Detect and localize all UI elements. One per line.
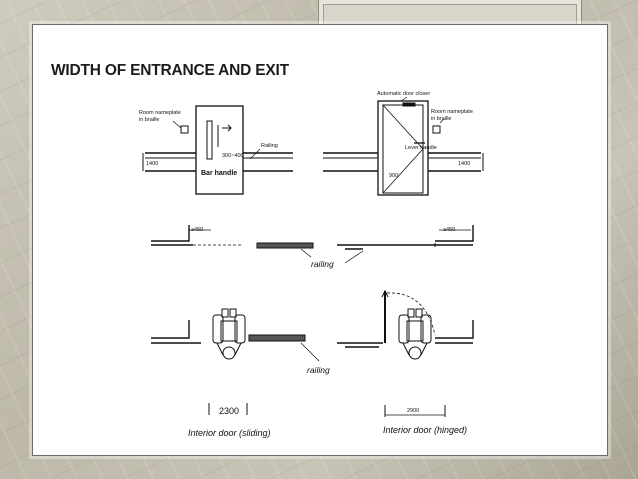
nameplate-box	[180, 125, 189, 134]
arms	[216, 342, 242, 356]
railing-leader	[300, 248, 312, 258]
railing-leader	[344, 250, 364, 264]
sliding-panel-plan	[248, 334, 306, 342]
leader-line	[439, 118, 445, 124]
seat	[220, 320, 238, 342]
sliding-door-elevation: Room nameplate in braille 1400 300~400 R…	[139, 105, 293, 195]
handle-range-label: 300~400	[222, 153, 244, 159]
head	[222, 346, 236, 360]
wheelchair-icon	[212, 308, 246, 360]
wheelchair-icon	[398, 308, 432, 360]
wall-plan	[151, 320, 190, 339]
closer-label: Automatic door closer	[377, 91, 430, 97]
left-caption: Interior door (sliding)	[188, 428, 271, 438]
clearance-left: ≥450	[191, 227, 203, 233]
wheel	[212, 314, 224, 344]
sliding-door-panel	[195, 105, 244, 195]
hinged-door-frame	[377, 100, 429, 196]
arms	[402, 342, 428, 356]
nameplate-label: Room nameplate	[431, 109, 473, 115]
clearance-right: ≥450	[443, 227, 455, 233]
door-swing-arc	[386, 292, 436, 336]
arrow-head	[227, 124, 232, 132]
nameplate-box	[432, 125, 441, 134]
door-width-label: 900	[389, 173, 398, 179]
railing-leader	[249, 148, 261, 160]
bar-handle	[206, 120, 213, 160]
footrest	[407, 308, 415, 318]
footrest	[229, 308, 237, 318]
swing-line	[382, 148, 424, 194]
railing-label: Railing	[261, 143, 278, 149]
leader-line	[172, 120, 182, 129]
captions: 2300 Interior door (sliding) 2900 Interi…	[188, 403, 467, 438]
bar-handle-label: Bar handle	[201, 170, 237, 177]
wall-plan	[151, 225, 190, 242]
hinged-door-elevation: Automatic door closer Room nameplate in …	[323, 91, 484, 196]
seat	[406, 320, 424, 342]
wheel	[398, 314, 410, 344]
sliding-panel-plan	[256, 242, 314, 249]
nameplate-label-2: in braille	[431, 116, 451, 122]
slide-title: WIDTH OF ENTRANCE AND EXIT	[51, 62, 289, 79]
wall-plan	[435, 225, 474, 242]
footrest	[221, 308, 229, 318]
nameplate-label: Room nameplate	[139, 110, 181, 116]
nameplate-label-2: in braille	[139, 117, 159, 123]
wheelchair-plans: railing	[151, 289, 474, 375]
railing-label-lower: railing	[307, 365, 330, 375]
railing-label-upper: railing	[311, 259, 334, 269]
entrance-exit-diagram: Room nameplate in braille 1400 300~400 R…	[139, 91, 484, 438]
closer-leader	[400, 96, 408, 102]
lever-label: Lever handle	[405, 145, 437, 151]
head	[408, 346, 422, 360]
right-dimension: 2900	[407, 408, 419, 414]
wheel	[420, 314, 432, 344]
railing-leader	[300, 342, 320, 362]
slide-panel: WIDTH OF ENTRANCE AND EXIT	[32, 24, 608, 456]
swing-arrow	[381, 289, 389, 298]
plan-view-clearance: ≥450 railing ≥450	[151, 225, 474, 269]
left-dimension: 2300	[219, 406, 239, 416]
height-label: 1400	[146, 161, 158, 167]
wheel	[234, 314, 246, 344]
height-label: 1400	[458, 161, 470, 167]
door-closer	[402, 102, 416, 107]
wall-plan	[435, 320, 474, 339]
right-caption: Interior door (hinged)	[383, 425, 467, 435]
footrest	[415, 308, 423, 318]
swing-line	[382, 104, 424, 150]
